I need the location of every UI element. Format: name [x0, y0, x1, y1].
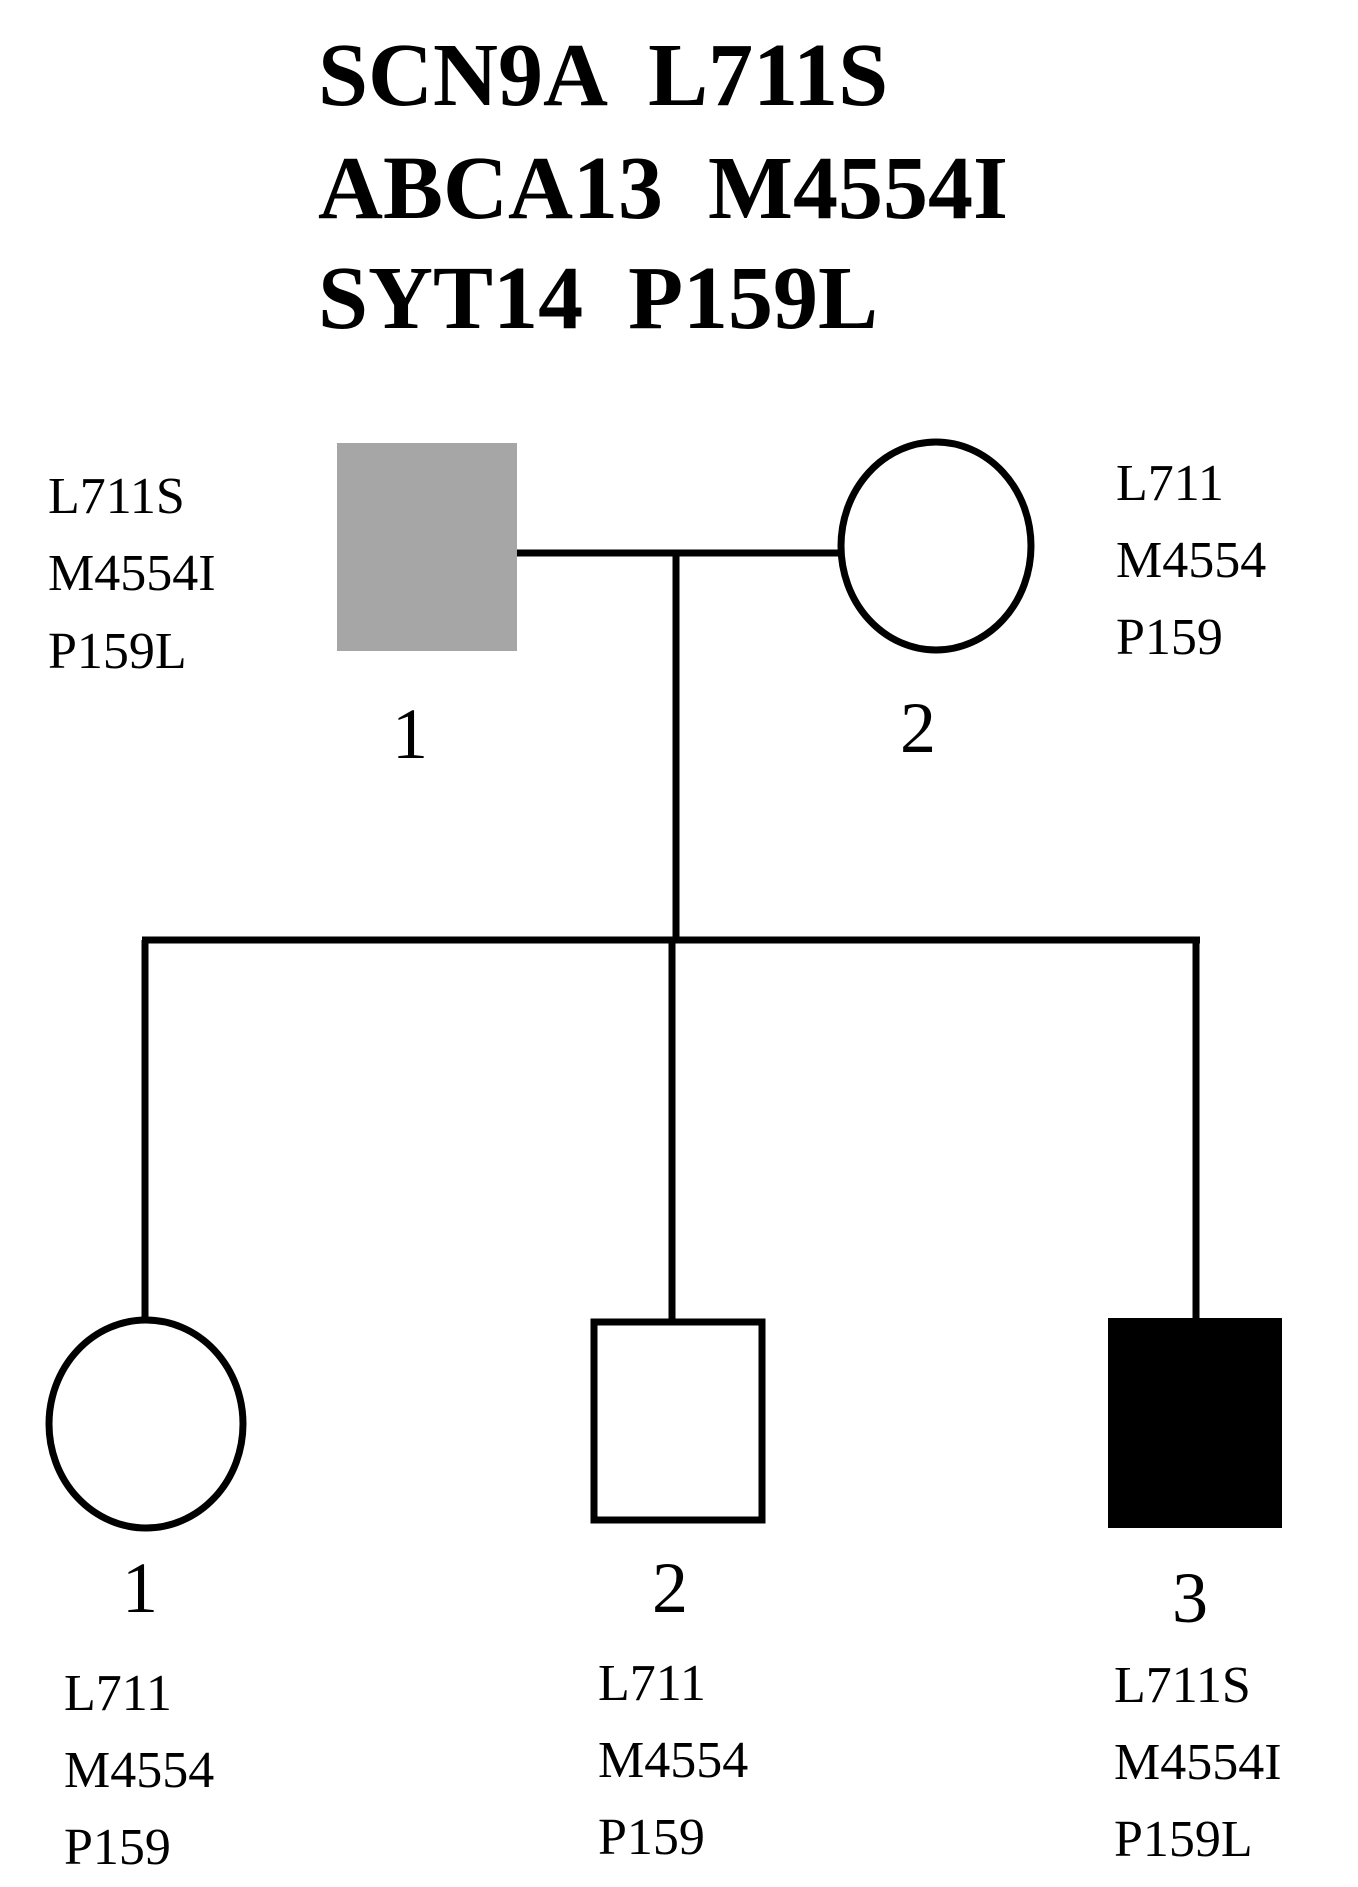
title-line-3: SYT14 P159L — [318, 249, 878, 348]
gen1-2-female-circle — [837, 438, 1035, 654]
gen1-1-id: 1 — [392, 694, 428, 774]
gen2-3-male-square-affected — [1108, 1318, 1282, 1528]
gen1-2-genotype-2: M4554 — [1116, 532, 1266, 589]
gen1-individual-2: 2 L711 M4554 P159 — [837, 438, 1266, 768]
gen1-1-genotype-2: M4554I — [48, 545, 216, 602]
title-line-2: ABCA13 M4554I — [318, 139, 1008, 238]
gen2-3-id: 3 — [1172, 1558, 1208, 1638]
gen1-2-genotype-1: L711 — [1116, 455, 1224, 512]
gen2-2-genotype-2: M4554 — [598, 1732, 748, 1789]
gen2-1-genotype-1: L711 — [64, 1665, 172, 1722]
gen2-individual-1: 1 L711 M4554 P159 — [45, 1316, 247, 1876]
gen2-2-male-square — [590, 1318, 766, 1524]
gen2-3-genotype-3: P159L — [1114, 1811, 1253, 1868]
gen2-3-genotype-2: M4554I — [1114, 1734, 1282, 1791]
gen2-2-genotype-1: L711 — [598, 1655, 706, 1712]
title-line-1: SCN9A L711S — [318, 26, 888, 125]
gen1-2-genotype-3: P159 — [1116, 609, 1223, 666]
gen1-1-male-square — [337, 443, 517, 651]
pedigree-lines — [141, 549, 1200, 1320]
gen2-1-id: 1 — [122, 1548, 158, 1628]
gen2-1-female-circle — [45, 1316, 247, 1532]
gen1-individual-1: 1 L711S M4554I P159L — [48, 443, 517, 774]
gen1-1-genotype-3: P159L — [48, 623, 187, 680]
gen2-2-genotype-3: P159 — [598, 1809, 705, 1866]
gen2-individual-2: 2 L711 M4554 P159 — [590, 1318, 766, 1866]
gen2-individual-3: 3 L711S M4554I P159L — [1108, 1318, 1282, 1868]
gen2-2-id: 2 — [652, 1548, 688, 1628]
title: SCN9A L711S ABCA13 M4554I SYT14 P159L — [318, 26, 1008, 348]
gen1-2-id: 2 — [900, 688, 936, 768]
gen1-1-genotype-1: L711S — [48, 468, 185, 525]
gen2-3-genotype-1: L711S — [1114, 1657, 1251, 1714]
gen2-1-genotype-3: P159 — [64, 1819, 171, 1876]
gen2-1-genotype-2: M4554 — [64, 1742, 214, 1799]
